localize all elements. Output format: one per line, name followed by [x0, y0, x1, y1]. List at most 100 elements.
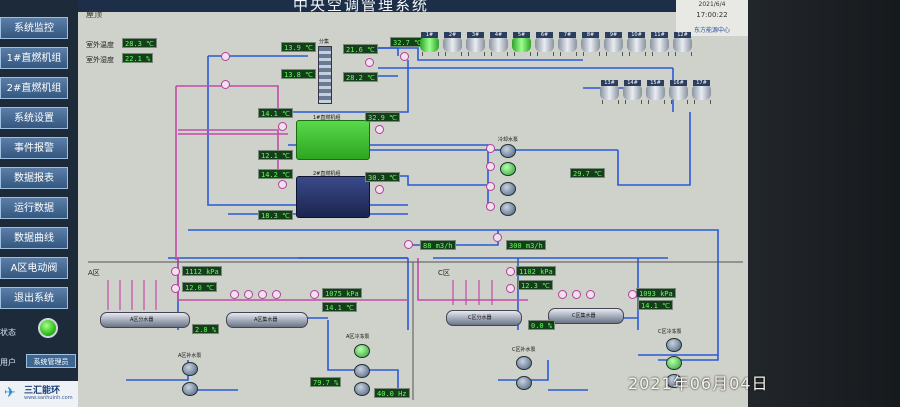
- valve[interactable]: [272, 290, 281, 299]
- valve[interactable]: [221, 52, 230, 61]
- valve[interactable]: [221, 80, 230, 89]
- reading-r11: 18.3 ℃: [258, 210, 293, 220]
- org-name: 东方能源中心: [693, 27, 730, 34]
- valve[interactable]: [400, 52, 409, 61]
- c-pressure-1: 1102 kPa: [516, 266, 556, 276]
- menu-system-monitor[interactable]: 系统监控: [0, 17, 68, 39]
- a-makeup-pump[interactable]: [182, 382, 198, 396]
- pipe-hot-a: [177, 258, 408, 301]
- valve[interactable]: [572, 290, 581, 299]
- c-chw-pump[interactable]: [666, 338, 682, 352]
- outdoor-humidity-label: 室外湿度: [86, 56, 114, 64]
- menu-event-alarm[interactable]: 事件报警: [0, 137, 68, 159]
- valve[interactable]: [365, 58, 374, 67]
- manifold-label: 分集: [319, 39, 330, 45]
- menu-exit-system[interactable]: 退出系统: [0, 287, 68, 309]
- valve[interactable]: [258, 290, 267, 299]
- chiller-2[interactable]: [296, 176, 370, 218]
- cooling-pump[interactable]: [500, 182, 516, 196]
- c-separator-label: C区分水器: [468, 315, 492, 321]
- chiller-1[interactable]: [296, 120, 370, 160]
- user-button[interactable]: 系统管理员: [26, 354, 76, 368]
- area-title: 屋顶: [86, 10, 102, 19]
- a-frequency: 40.0 Hz: [374, 388, 410, 398]
- valve[interactable]: [486, 162, 495, 171]
- valve[interactable]: [558, 290, 567, 299]
- a-collector-label: A区集水器: [254, 317, 278, 323]
- pipe-network: [88, 47, 743, 400]
- valve[interactable]: [404, 240, 413, 249]
- cooling-pump[interactable]: [500, 162, 516, 176]
- c-makeup-pump[interactable]: [516, 376, 532, 390]
- status-indicator: [38, 318, 58, 338]
- c-temp-2: 14.1 ℃: [638, 300, 673, 310]
- cooling-pump[interactable]: [500, 202, 516, 216]
- valve[interactable]: [310, 290, 319, 299]
- valve[interactable]: [375, 125, 384, 134]
- a-makeup-pump[interactable]: [182, 362, 198, 376]
- outdoor-temp-label: 室外温度: [86, 41, 114, 49]
- valve[interactable]: [486, 144, 495, 153]
- menu-data-curve[interactable]: 数据曲线: [0, 227, 68, 249]
- c-chw-pump[interactable]: [666, 356, 682, 370]
- menu-chiller-1[interactable]: 1#直燃机组: [0, 47, 68, 69]
- photo-date-stamp: 2021年06月04日: [628, 374, 769, 393]
- valve[interactable]: [278, 180, 287, 189]
- cooling-tower: 6#: [535, 32, 554, 56]
- reading-r8: 12.1 ℃: [258, 150, 293, 160]
- c-zone-label: C区: [438, 269, 450, 277]
- current-time: 17:00:22: [696, 11, 728, 19]
- datetime-box: 2021/6/4 17:00:22 东方能源中心: [676, 0, 748, 36]
- valve[interactable]: [493, 233, 502, 242]
- status-label: 状态: [0, 328, 16, 337]
- title-bar: 中央空调管理系统: [78, 0, 748, 14]
- valve[interactable]: [586, 290, 595, 299]
- reading-r7: 32.9 ℃: [365, 112, 400, 122]
- valve[interactable]: [230, 290, 239, 299]
- menu-system-settings[interactable]: 系统设置: [0, 107, 68, 129]
- menu-run-data[interactable]: 运行数据: [0, 197, 68, 219]
- valve[interactable]: [506, 267, 515, 276]
- a-separator: [100, 312, 190, 328]
- reading-r12: 29.7 ℃: [570, 168, 605, 178]
- c-makeup-pump[interactable]: [516, 356, 532, 370]
- cooling-tower: 13#: [600, 80, 619, 104]
- cooling-tower: 16#: [669, 80, 688, 104]
- chiller-2-label: 2#直燃机组: [313, 171, 341, 177]
- reading-r3: 13.8 ℃: [281, 69, 316, 79]
- a-chw-pump[interactable]: [354, 344, 370, 358]
- menu-chiller-2[interactable]: 2#直燃机组: [0, 77, 68, 99]
- a-chw-pump[interactable]: [354, 382, 370, 396]
- menu-data-report[interactable]: 数据报表: [0, 167, 68, 189]
- outdoor-temp-value: 28.3 ℃: [122, 38, 157, 48]
- a-collector: [226, 312, 308, 328]
- valve[interactable]: [171, 284, 180, 293]
- a-pressure-2: 1075 kPa: [322, 288, 362, 298]
- valve[interactable]: [244, 290, 253, 299]
- c-collector: [548, 308, 624, 324]
- valve[interactable]: [486, 182, 495, 191]
- a-zone-label: A区: [88, 269, 100, 277]
- valve[interactable]: [375, 185, 384, 194]
- valve[interactable]: [628, 290, 637, 299]
- a-percent-2: 79.7 %: [310, 377, 342, 387]
- pipe-chiller2-cool: [368, 160, 489, 210]
- c-chw-pump[interactable]: [666, 374, 682, 388]
- zone-dividers: [88, 261, 743, 400]
- pipe-tower-supply: [363, 47, 583, 61]
- logo: ✈ 三汇能环 www.sanhuinh.com: [0, 381, 78, 407]
- pipe-cooling-return: [617, 112, 691, 186]
- valve[interactable]: [278, 122, 287, 131]
- menu-a-zone-valve[interactable]: A区电动阀: [0, 257, 68, 279]
- reading-r2: 21.6 ℃: [343, 44, 378, 54]
- cooling-tower: 2#: [443, 32, 462, 56]
- pipe-hot-main: [175, 85, 288, 260]
- valve[interactable]: [171, 267, 180, 276]
- reading-r6: 14.1 ℃: [258, 108, 293, 118]
- cooling-pump[interactable]: [500, 144, 516, 158]
- valve[interactable]: [486, 202, 495, 211]
- cooling-tower: 5#: [512, 32, 531, 56]
- valve[interactable]: [506, 284, 515, 293]
- a-chw-pump[interactable]: [354, 364, 370, 378]
- cooling-tower: 3#: [466, 32, 485, 56]
